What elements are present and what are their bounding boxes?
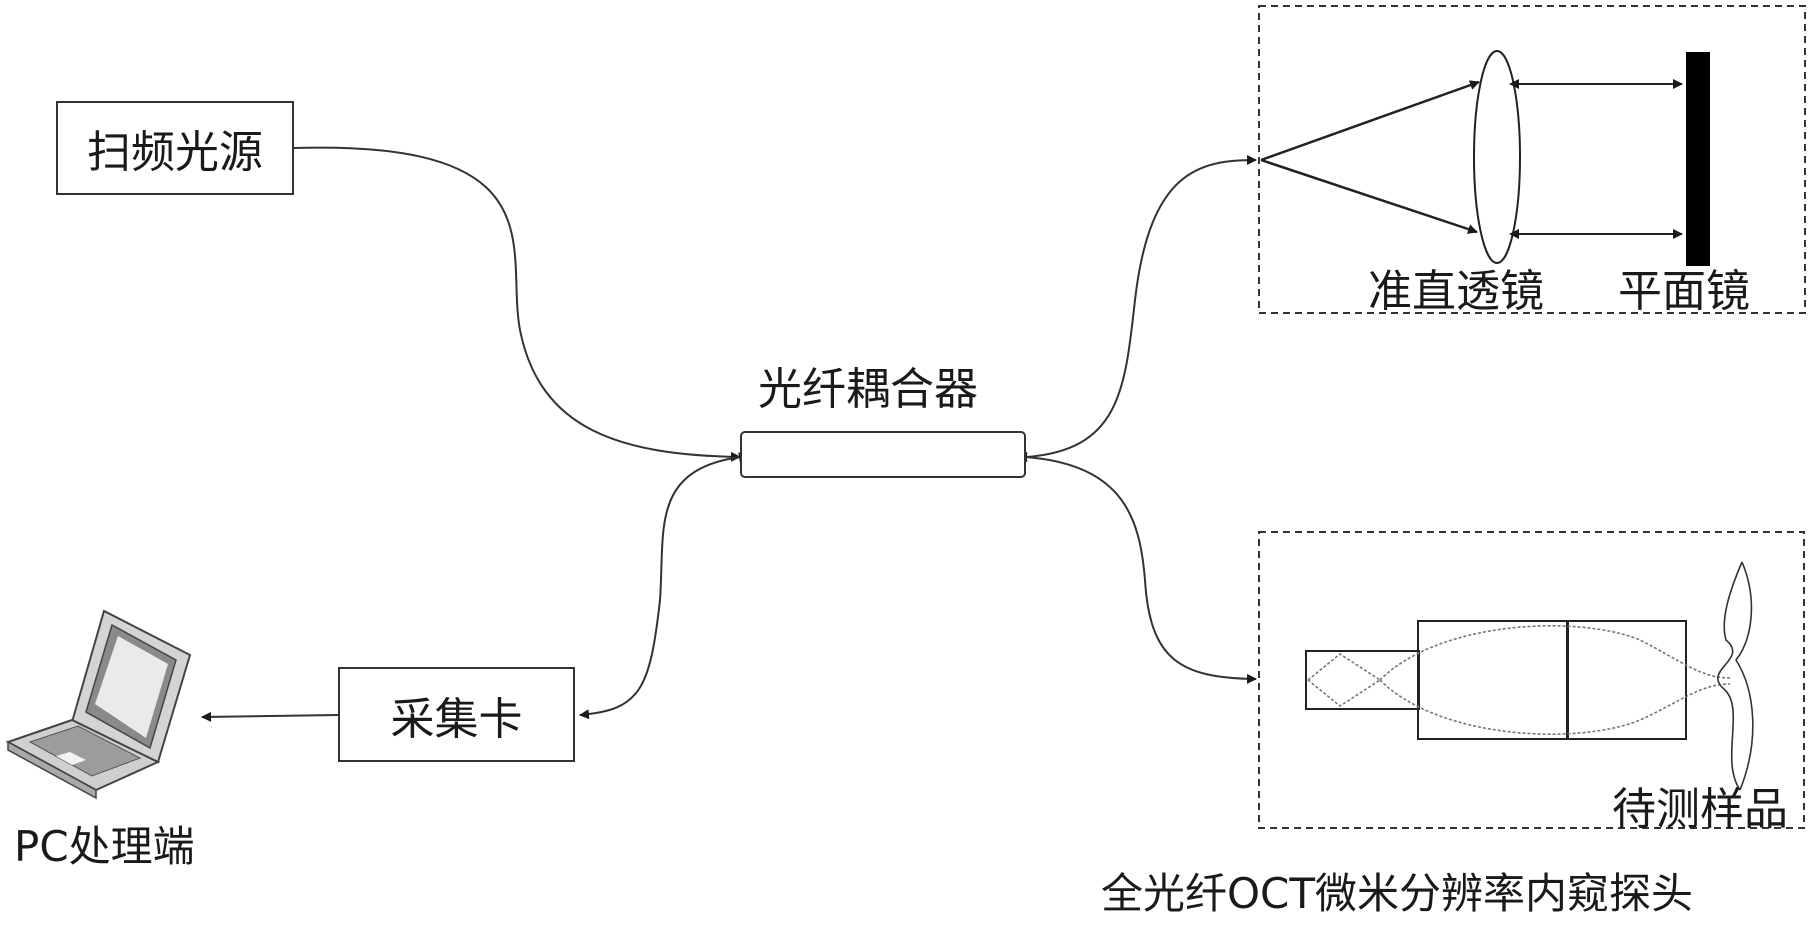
coupler-box — [740, 431, 1026, 478]
beam-lower — [1260, 158, 1478, 234]
fiber-coupler-to-probe — [1017, 452, 1257, 684]
fiber-source-to-coupler — [293, 146, 741, 462]
sample-surface — [1717, 561, 1754, 791]
collimating-lens — [1473, 50, 1521, 264]
reference-arm-enclosure — [1258, 5, 1806, 314]
pc-label: PC处理端 — [14, 822, 195, 871]
grin-lens — [1417, 620, 1569, 740]
fiber-coupler-to-daq — [579, 452, 749, 720]
fiber-ferrule — [1305, 650, 1420, 710]
collimating-lens-label: 准直透镜 — [1368, 266, 1544, 317]
fiber-coupler-to-reference — [1017, 155, 1257, 462]
light-source-label: 扫频光源 — [87, 127, 263, 178]
focusing-lens — [1566, 620, 1687, 740]
plane-mirror-label: 平面镜 — [1618, 266, 1750, 317]
plane-mirror — [1686, 52, 1710, 266]
sample-label: 待测样品 — [1612, 784, 1788, 835]
probe-ray-c — [1379, 679, 1731, 735]
coupler-label: 光纤耦合器 — [758, 364, 978, 415]
daq-to-pc-arrow — [201, 711, 339, 722]
daq-card-box: 采集卡 — [338, 667, 575, 762]
beam-upper — [1260, 80, 1480, 162]
light-source-box: 扫频光源 — [56, 101, 294, 195]
probe-ray-b — [1379, 625, 1731, 681]
probe-label: 全光纤OCT微米分辨率内窥探头 — [1101, 869, 1694, 918]
daq-card-label: 采集卡 — [390, 693, 523, 745]
laptop-icon — [5, 609, 192, 800]
probe-ray-a — [1307, 653, 1382, 707]
